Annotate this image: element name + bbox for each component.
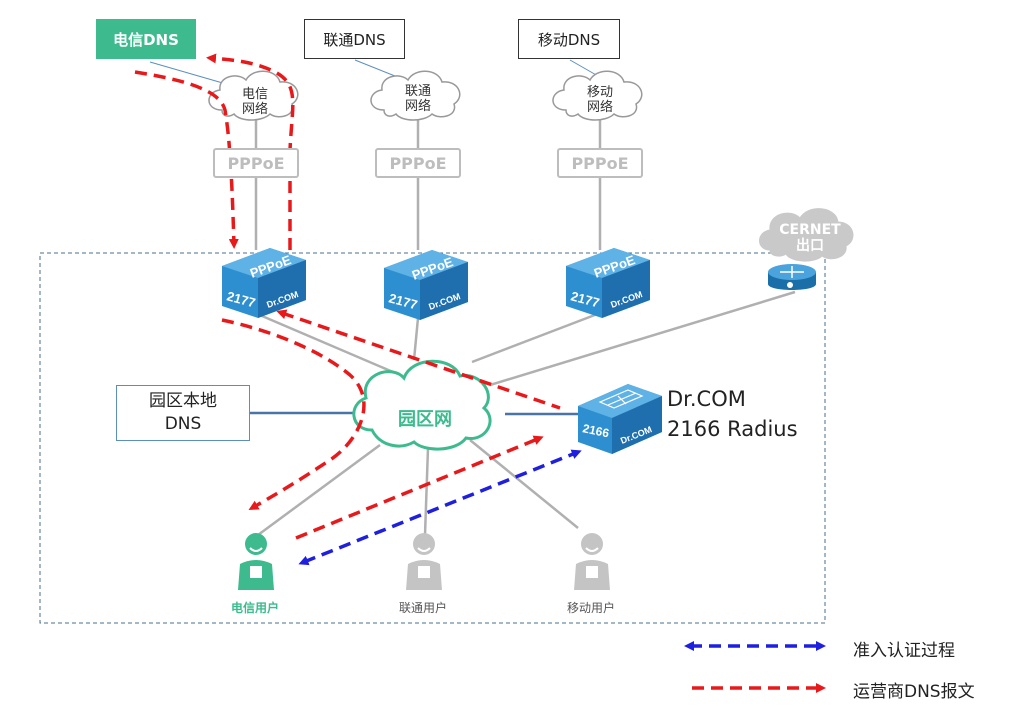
telecom-user-icon [238,533,274,590]
dns-flow-device-to-radius [276,309,561,410]
campus-cloud-icon [352,359,492,451]
svg-text:2177: 2177 [569,288,601,310]
svg-text:2166: 2166 [581,421,610,440]
dns-flow-down [134,70,239,249]
dns-flow-user-to-radius [295,435,544,540]
dns-flow-up [206,53,295,250]
unicom-user-icon [406,533,442,590]
mobile-cloud-label: 移动网络 [586,85,613,115]
unicom-dns-box: 联通DNS [304,19,405,59]
telecom-user-label: 电信用户 [230,601,279,615]
device-2177-unicom-icon: PPPoE 2177 Dr.COM [384,250,468,320]
device-2177-telecom-icon: PPPoE 2177 Dr.COM [222,248,306,318]
pppoe-mobile: PPPoE [557,148,643,178]
dns-flow-device-to-user [221,318,366,510]
svg-text:2177: 2177 [225,288,257,310]
pppoe-telecom: PPPoE [213,148,299,178]
unicom-user-label: 联通用户 [398,601,447,615]
radius-2166-icon: 2166 Dr.COM [578,384,662,454]
mobile-cloud-icon [552,70,643,121]
unicom-cloud-label: 联通网络 [404,84,431,114]
legend-dns-label: 运营商DNS报文 [853,682,975,702]
legend-auth-label: 准入认证过程 [853,641,955,661]
device-2177-mobile-icon: PPPoE 2177 Dr.COM [566,248,650,318]
telecom-cloud-label: 电信网络 [241,87,268,117]
mobile-dns-box: 移动DNS [518,19,620,59]
mobile-user-icon [574,533,610,590]
campus-cloud-label: 园区网 [398,409,452,430]
cernet-router-icon [768,264,816,290]
pppoe-unicom: PPPoE [375,148,461,178]
unicom-cloud-icon [370,70,461,121]
telecom-dns-box: 电信DNS [96,19,196,59]
svg-text:2177: 2177 [387,290,419,312]
auth-flow [298,449,582,566]
mobile-user-label: 移动用户 [566,601,615,615]
cernet-cloud-icon [759,208,854,262]
telecom-cloud-icon [208,70,299,121]
